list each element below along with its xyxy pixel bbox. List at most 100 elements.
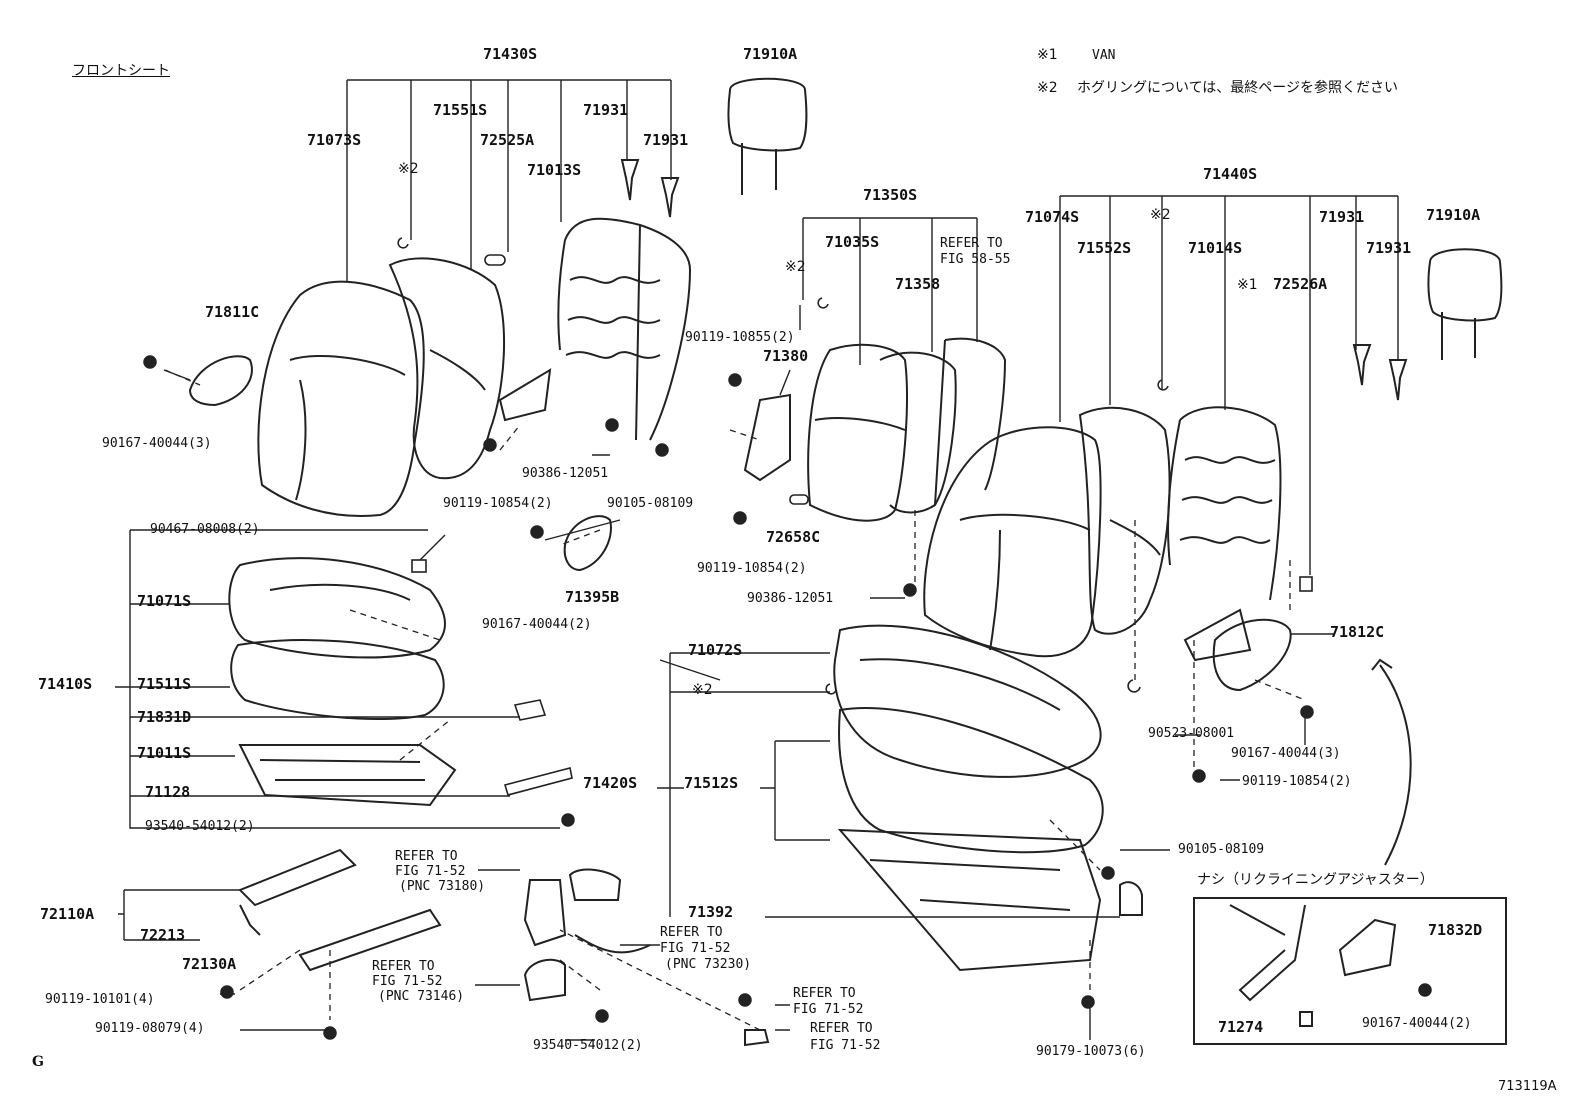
part-90167-40044-2b: 90167-40044(2) (1362, 1016, 1472, 1031)
right-seatback-frame (1167, 406, 1282, 662)
van-mark: ※1 (1237, 277, 1258, 293)
inset-parts (1229, 904, 1397, 1027)
clips (411, 254, 1313, 796)
part-71358: 71358 (895, 275, 941, 293)
hog-ring-note-4: ※2 (692, 682, 713, 698)
part-71512S: 71512S (684, 774, 739, 792)
part-71392: 71392 (688, 903, 734, 921)
part-90467-08008-2: 90467-08008(2) (150, 522, 260, 537)
part-71380: 71380 (763, 347, 809, 365)
refer-71-52-c1: REFER TO (372, 959, 435, 974)
leader-lines (115, 79, 1399, 1041)
left-seat-cushion (228, 557, 457, 807)
refer-71-52-a1: REFER TO (395, 849, 458, 864)
part-93540-54012-2b: 93540-54012(2) (533, 1038, 643, 1053)
part-71073S: 71073S (307, 131, 362, 149)
refer-58-55-a: REFER TO (940, 236, 1003, 251)
hog-rings (397, 237, 1169, 695)
figure-id: 713119A (1498, 1079, 1557, 1094)
part-71014S: 71014S (1188, 239, 1243, 257)
part-72525A: 72525A (480, 131, 535, 149)
note-1-mark: ※1 (1037, 47, 1058, 63)
headrest-left (727, 77, 808, 195)
part-90523-08001: 90523-08001 (1148, 726, 1235, 741)
refer-71-52-e2: FIG 71-52 (810, 1038, 881, 1053)
headrest-right (1427, 248, 1503, 360)
bench-trim (1119, 881, 1143, 916)
left-seatback-pad (388, 257, 506, 480)
part-71552S: 71552S (1077, 239, 1132, 257)
part-71350S: 71350S (863, 186, 918, 204)
bolts (143, 355, 1432, 1040)
belt-parts (523, 868, 770, 1047)
part-93540-54012-2a: 93540-54012(2) (145, 819, 255, 834)
part-90119-10854-2b: 90119-10854(2) (697, 561, 807, 576)
part-71910A-left: 71910A (743, 45, 798, 63)
part-90167-40044-2a: 90167-40044(2) (482, 617, 592, 632)
part-90105-08109a: 90105-08109 (607, 496, 694, 511)
part-71931-a: 71931 (583, 101, 629, 119)
right-seatback-cover (923, 426, 1102, 658)
part-71011S: 71011S (137, 744, 192, 762)
part-90105-08109b: 90105-08109 (1178, 842, 1265, 857)
part-71395B: 71395B (565, 588, 620, 606)
part-71071S: 71071S (137, 592, 192, 610)
part-72130A: 72130A (182, 955, 237, 973)
part-71931-d: 71931 (1366, 239, 1412, 257)
note-1-text: VAN (1092, 48, 1116, 63)
part-90119-08079-4: 90119-08079(4) (95, 1021, 205, 1036)
corner-mark: G (32, 1054, 44, 1070)
part-71074S: 71074S (1025, 208, 1080, 226)
right-seat-cushion (833, 624, 1104, 972)
refer-71-52-a3: (PNC 73180) (399, 879, 486, 894)
hog-ring-note-3: ※2 (1150, 207, 1171, 223)
part-71410S: 71410S (38, 675, 93, 693)
part-72526A: 72526A (1273, 275, 1328, 293)
part-90119-10854-2c: 90119-10854(2) (1242, 774, 1352, 789)
part-71511S: 71511S (137, 675, 192, 693)
part-71931-b: 71931 (643, 131, 689, 149)
seat-tracks (238, 848, 442, 972)
part-71072S: 71072S (688, 641, 743, 659)
refer-71-52-b3: (PNC 73230) (665, 957, 752, 972)
right-seatback-pad (1078, 406, 1171, 635)
part-90167-40044-3a: 90167-40044(3) (102, 436, 212, 451)
refer-71-52-c3: (PNC 73146) (378, 989, 465, 1004)
part-72658C: 72658C (766, 528, 821, 546)
refer-71-52-d1: REFER TO (793, 986, 856, 1001)
refer-71-52-a2: FIG 71-52 (395, 864, 466, 879)
refer-71-52-b1: REFER TO (660, 925, 723, 940)
diagram-title: フロントシート (72, 63, 170, 79)
part-90167-40044-3b: 90167-40044(3) (1231, 746, 1341, 761)
part-71128: 71128 (145, 783, 191, 801)
hog-ring-note-2: ※2 (785, 259, 806, 275)
part-90119-10101-4: 90119-10101(4) (45, 992, 155, 1007)
part-71035S: 71035S (825, 233, 880, 251)
part-71811C: 71811C (205, 303, 260, 321)
left-seatback-frame (498, 217, 692, 441)
part-71832D: 71832D (1428, 921, 1483, 939)
part-90119-10854-2a: 90119-10854(2) (443, 496, 553, 511)
part-71274: 71274 (1218, 1018, 1264, 1036)
inset-box (1193, 897, 1507, 1045)
part-71013S: 71013S (527, 161, 582, 179)
refer-71-52-c2: FIG 71-52 (372, 974, 443, 989)
inset-title: ナシ（リクライニングアジャスター） (1197, 872, 1434, 888)
part-71420S: 71420S (583, 774, 638, 792)
refer-71-52-b2: FIG 71-52 (660, 941, 731, 956)
recliner-cover-right (1212, 618, 1292, 692)
part-72213: 72213 (140, 926, 186, 944)
part-71931-c: 71931 (1319, 208, 1365, 226)
note-2-text: ホグリングについては、最終ページを参照ください (1077, 80, 1399, 96)
center-recliner-cover (563, 515, 612, 572)
note-2-mark: ※2 (1037, 80, 1058, 96)
part-90119-10855-2: 90119-10855(2) (685, 330, 795, 345)
hog-ring-note-1: ※2 (398, 161, 419, 177)
part-71551S: 71551S (433, 101, 488, 119)
refer-58-55-b: FIG 58-55 (940, 252, 1011, 267)
left-recliner-cover (188, 355, 253, 407)
part-71430S: 71430S (483, 45, 538, 63)
refer-71-52-e1: REFER TO (810, 1021, 873, 1036)
